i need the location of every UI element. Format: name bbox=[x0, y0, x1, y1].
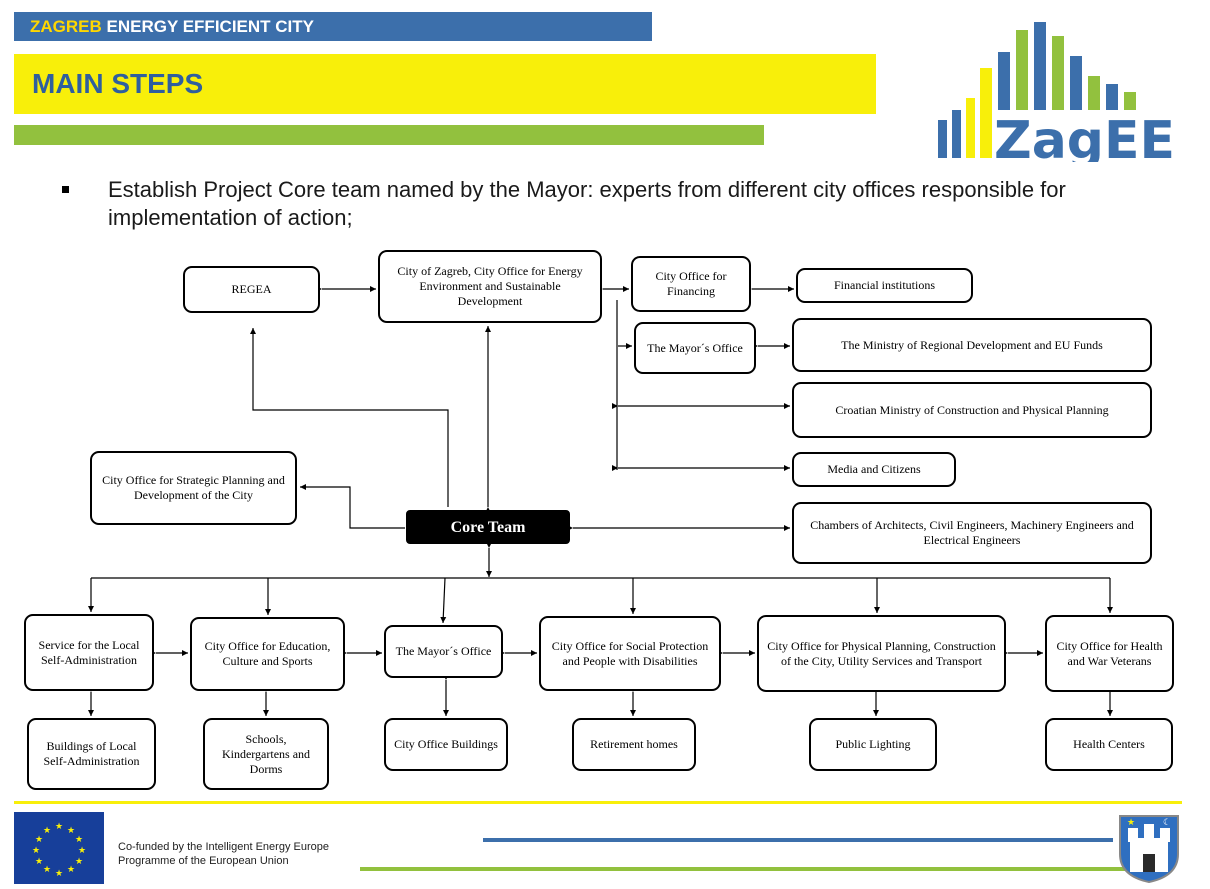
box-retirement: Retirement homes bbox=[572, 718, 696, 771]
box-ministry-regional: The Ministry of Regional Development and… bbox=[792, 318, 1152, 372]
box-chambers: Chambers of Architects, Civil Engineers,… bbox=[792, 502, 1152, 564]
box-public-lighting: Public Lighting bbox=[809, 718, 937, 771]
box-health-war: City Office for Health and War Veterans bbox=[1045, 615, 1174, 692]
box-core-team: Core Team bbox=[406, 510, 570, 544]
svg-text:★: ★ bbox=[78, 846, 86, 856]
zagreb-coat-of-arms-icon: ★ ☾ bbox=[1118, 814, 1180, 884]
box-mayors-office-top: The Mayor´s Office bbox=[634, 322, 756, 374]
zagee-logo: ZagEE bbox=[930, 22, 1190, 171]
box-education: City Office for Education, Culture and S… bbox=[190, 617, 345, 691]
box-media-citizens: Media and Citizens bbox=[792, 452, 956, 487]
box-city-office-energy: City of Zagreb, City Office for Energy E… bbox=[378, 250, 602, 323]
svg-text:★: ★ bbox=[35, 835, 43, 845]
footer-line-1: Co-funded by the Intelligent Energy Euro… bbox=[118, 841, 329, 853]
svg-text:★: ★ bbox=[55, 822, 63, 832]
bullet-marker bbox=[62, 186, 69, 193]
footer-green-line bbox=[360, 867, 1172, 871]
box-ministry-construction: Croatian Ministry of Construction and Ph… bbox=[792, 382, 1152, 438]
bullet-text: Establish Project Core team named by the… bbox=[108, 177, 1066, 230]
footer-blue-line bbox=[483, 838, 1113, 842]
box-city-office-financing: City Office for Financing bbox=[631, 256, 751, 312]
footer-funding-text: Co-funded by the Intelligent Energy Euro… bbox=[118, 840, 329, 868]
box-financial-institutions: Financial institutions bbox=[796, 268, 973, 303]
logo-text: ZagEE bbox=[994, 111, 1175, 162]
eu-flag-icon: ★★★ ★★★ ★★★ ★★★ bbox=[14, 812, 104, 884]
header-title-highlight: ZAGREB bbox=[30, 17, 102, 36]
box-local-self-admin: Service for the Local Self-Administratio… bbox=[24, 614, 154, 691]
svg-text:★: ★ bbox=[55, 869, 63, 879]
header-title-bar: ZAGREB ENERGY EFFICIENT CITY bbox=[14, 12, 652, 41]
footer-divider bbox=[14, 801, 1182, 804]
box-buildings-local: Buildings of Local Self-Administration bbox=[27, 718, 156, 790]
svg-text:★: ★ bbox=[75, 857, 83, 867]
svg-text:★: ★ bbox=[1127, 818, 1135, 828]
box-social: City Office for Social Protection and Pe… bbox=[539, 616, 721, 691]
svg-text:★: ★ bbox=[43, 826, 51, 836]
box-physical-planning: City Office for Physical Planning, Const… bbox=[757, 615, 1006, 692]
header-title-rest: ENERGY EFFICIENT CITY bbox=[101, 17, 315, 36]
box-schools: Schools, Kindergartens and Dorms bbox=[203, 718, 329, 790]
svg-text:★: ★ bbox=[67, 826, 75, 836]
svg-text:★: ★ bbox=[67, 865, 75, 875]
green-divider bbox=[14, 125, 764, 145]
box-regea: REGEA bbox=[183, 266, 320, 313]
footer-line-2: Programme of the European Union bbox=[118, 855, 289, 867]
svg-text:☾: ☾ bbox=[1163, 818, 1171, 828]
section-title: MAIN STEPS bbox=[14, 54, 876, 114]
svg-text:★: ★ bbox=[75, 835, 83, 845]
svg-text:★: ★ bbox=[32, 846, 40, 856]
box-mayors-office-mid: The Mayor´s Office bbox=[384, 625, 503, 678]
box-strategic-planning: City Office for Strategic Planning and D… bbox=[90, 451, 297, 525]
box-health-centers: Health Centers bbox=[1045, 718, 1173, 771]
box-city-office-buildings: City Office Buildings bbox=[384, 718, 508, 771]
svg-text:★: ★ bbox=[43, 865, 51, 875]
svg-text:★: ★ bbox=[35, 857, 43, 867]
